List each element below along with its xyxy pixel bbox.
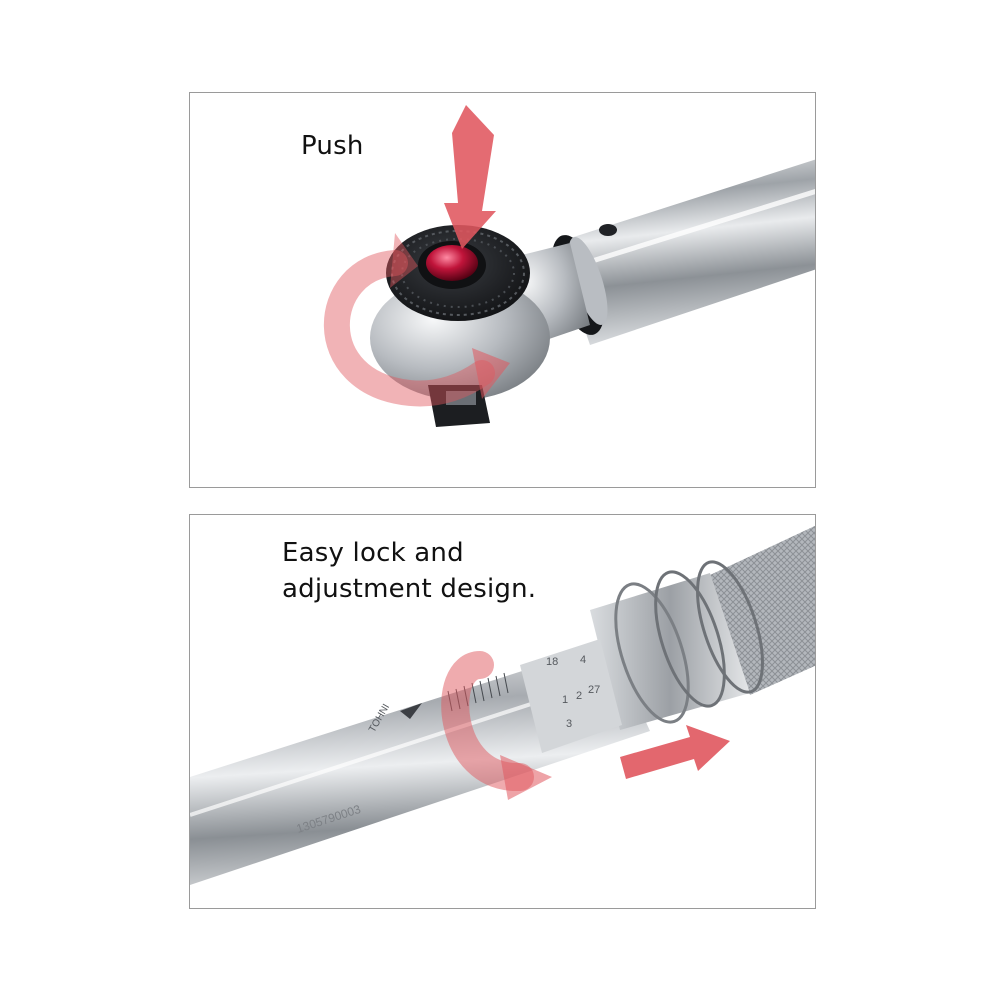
- adjustment-caption-line-1: Easy lock and: [282, 538, 464, 568]
- scale-number-1: 1: [562, 694, 568, 706]
- scale-number-3: 3: [566, 718, 572, 730]
- scale-number-2: 2: [576, 690, 582, 702]
- adjustment-caption: Easy lock and adjustment design.: [282, 535, 536, 607]
- adjustment-collar-illustration: 18 1 2 3 4 27 TOHNI 1305790003: [190, 525, 815, 885]
- ratchet-head-panel: Push: [189, 92, 816, 488]
- scale-number-27: 27: [588, 684, 600, 696]
- ratchet-head-illustration: [323, 105, 815, 427]
- rotate-arrow-icon: [500, 755, 552, 800]
- push-arrow-icon: [444, 105, 496, 249]
- pull-arrow-icon: [620, 725, 730, 779]
- adjustment-panel: 18 1 2 3 4 27 TOHNI 1305790003 Easy lock…: [189, 514, 816, 909]
- scale-number-4: 4: [580, 654, 586, 666]
- push-button-icon: [426, 245, 478, 281]
- adjustment-caption-line-2: adjustment design.: [282, 574, 537, 604]
- scale-number-18: 18: [546, 656, 558, 668]
- push-caption: Push: [301, 131, 364, 161]
